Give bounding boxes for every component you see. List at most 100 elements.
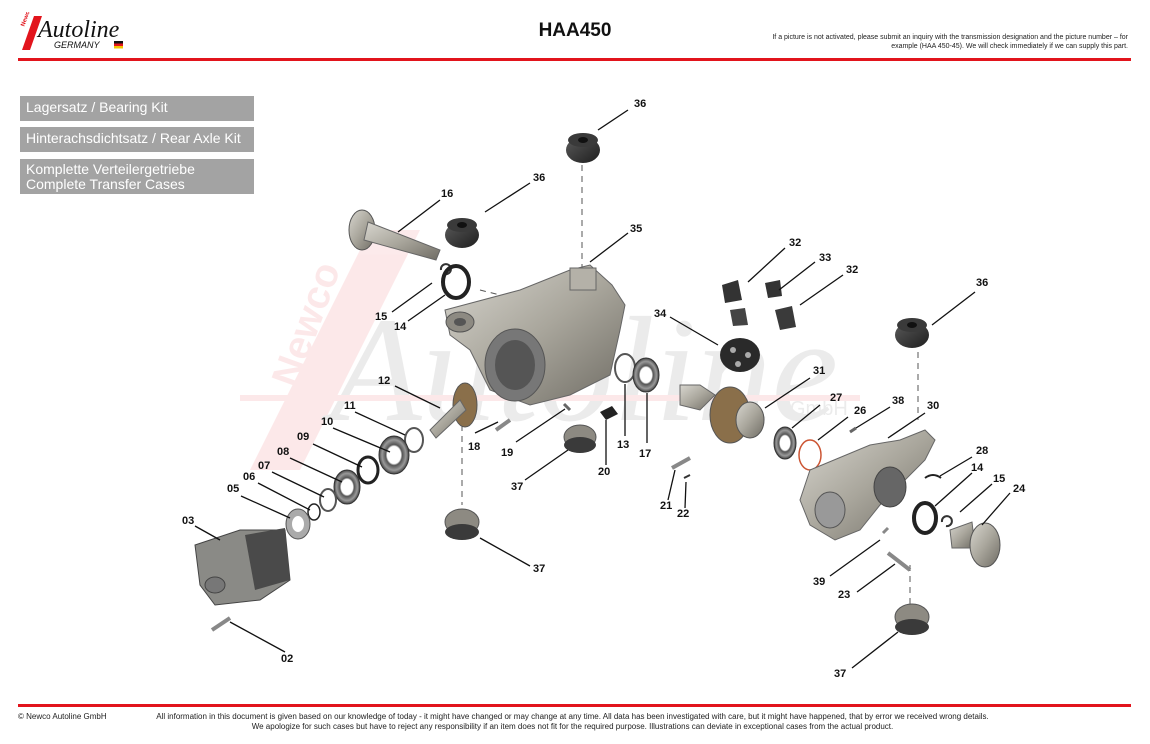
part-37-mount-right	[894, 603, 930, 635]
callout-32: 32	[789, 237, 801, 249]
part-32-bevel-gear-a	[722, 280, 748, 326]
callout-05: 05	[227, 483, 239, 495]
callout-15: 15	[375, 311, 387, 323]
part-21-pin	[671, 456, 691, 470]
top-divider	[18, 58, 1131, 61]
header-note: If a picture is not activated, please su…	[772, 34, 1128, 50]
callout-12: 12	[378, 375, 390, 387]
callout-03: 03	[182, 515, 194, 527]
callout-15: 15	[993, 473, 1005, 485]
part-36-left-mount	[445, 218, 479, 248]
part-14-seal	[441, 264, 471, 300]
part-14-rear-seal	[912, 501, 938, 535]
leader-lines	[194, 109, 1011, 669]
svg-text:GmbH: GmbH	[790, 398, 848, 420]
exploded-parts-diagram: Autoline Newco GmbH	[182, 98, 1026, 680]
part-35-transfer-case-housing	[444, 264, 626, 406]
callout-34: 34	[654, 308, 667, 320]
part-30-rear-housing	[799, 429, 936, 541]
callout-18: 18	[468, 441, 480, 453]
callout-16: 16	[441, 188, 453, 200]
callout-36: 36	[634, 98, 646, 110]
newco-autoline-logo: Autoline Newco GERMANY	[18, 7, 133, 54]
callout-14: 14	[971, 462, 984, 474]
part-20-plate	[600, 406, 618, 420]
callout-22: 22	[677, 508, 689, 520]
callout-37: 37	[511, 481, 523, 493]
callout-35: 35	[630, 223, 642, 235]
part-24-output-flange	[949, 521, 1001, 568]
callout-21: 21	[660, 500, 672, 512]
callout-26: 26	[854, 405, 866, 417]
bearing-kit-label: Lagersatz / Bearing Kit	[26, 99, 168, 115]
part-37-mount-left	[444, 508, 480, 540]
part-06-o-ring	[307, 503, 321, 521]
callout-14: 14	[394, 321, 407, 333]
callout-32: 32	[846, 264, 858, 276]
disclaimer-line-2: We apologize for such cases but have to …	[251, 722, 894, 731]
callout-30: 30	[927, 400, 939, 412]
part-27-bearing	[773, 426, 797, 460]
callout-10: 10	[321, 416, 333, 428]
callout-23: 23	[838, 589, 850, 601]
part-36-top-mount	[566, 133, 600, 163]
callout-37: 37	[533, 563, 545, 575]
callout-36: 36	[976, 277, 988, 289]
callout-19: 19	[501, 447, 513, 459]
bottom-divider	[18, 704, 1131, 707]
part-17-bearing	[632, 357, 660, 393]
part-16-input-shaft	[348, 209, 441, 261]
part-09-seal	[356, 455, 380, 485]
page-title: HAA450	[538, 20, 612, 41]
svg-text:GERMANY: GERMANY	[54, 40, 101, 50]
copyright: © Newco Autoline GmbH	[18, 712, 107, 721]
part-12-pinion-shaft	[429, 382, 478, 439]
part-23-bolt	[886, 551, 912, 572]
part-05-bore	[292, 516, 304, 532]
part-15-rear-circlip	[940, 515, 953, 528]
callout-09: 09	[297, 431, 309, 443]
complete-transfer-cases-label-en: Complete Transfer Cases	[26, 176, 185, 192]
callout-39: 39	[813, 576, 825, 588]
part-31-differential-assembly	[679, 384, 765, 444]
part-38-pin	[849, 426, 857, 434]
part-37-mount-center	[563, 424, 597, 453]
callout-37: 37	[834, 668, 846, 680]
part-15-circlip	[439, 263, 452, 276]
part-19-pin	[562, 402, 572, 412]
callout-numbers: 36 36 16 35 32 33 32 36 15 14 34 12 31 1…	[182, 98, 1026, 680]
disclaimer-line-1: All information in this document is give…	[156, 712, 989, 721]
part-07-ring	[319, 488, 337, 512]
part-34-thrust-washer	[720, 338, 760, 372]
part-11-shim	[404, 427, 424, 453]
callout-36: 36	[533, 172, 545, 184]
callout-33: 33	[819, 252, 831, 264]
callout-24: 24	[1013, 483, 1026, 495]
complete-transfer-cases-label-de: Komplette Verteilergetriebe	[26, 161, 195, 177]
part-39-pin	[881, 526, 890, 535]
part-36-right-mount	[895, 318, 929, 348]
callout-38: 38	[892, 395, 904, 407]
part-08-bearing	[333, 469, 361, 505]
part-10-bearing	[378, 435, 410, 475]
part-03-actuator-motor	[194, 528, 291, 606]
bearing-kit-button[interactable]: Lagersatz / Bearing Kit	[20, 96, 254, 121]
callout-20: 20	[598, 466, 610, 478]
part-32-bevel-gear-b	[775, 306, 796, 330]
svg-text:Autoline: Autoline	[36, 17, 120, 43]
rear-axle-kit-label: Hinterachsdichtsatz / Rear Axle Kit	[26, 130, 241, 146]
callout-27: 27	[830, 392, 842, 404]
callout-28: 28	[976, 445, 988, 457]
callout-07: 07	[258, 460, 270, 472]
part-33-pinion	[765, 280, 782, 298]
part-02-bolt	[210, 616, 232, 632]
callout-13: 13	[617, 439, 629, 451]
rear-axle-kit-button[interactable]: Hinterachsdichtsatz / Rear Axle Kit	[20, 127, 254, 152]
part-18-bolt	[494, 418, 512, 432]
callout-11: 11	[344, 400, 356, 412]
callout-17: 17	[639, 448, 651, 460]
callout-31: 31	[813, 365, 825, 377]
complete-transfer-cases-button[interactable]: Komplette Verteilergetriebe Complete Tra…	[20, 159, 254, 194]
callout-02: 02	[281, 653, 293, 665]
part-22-clip	[683, 474, 691, 479]
